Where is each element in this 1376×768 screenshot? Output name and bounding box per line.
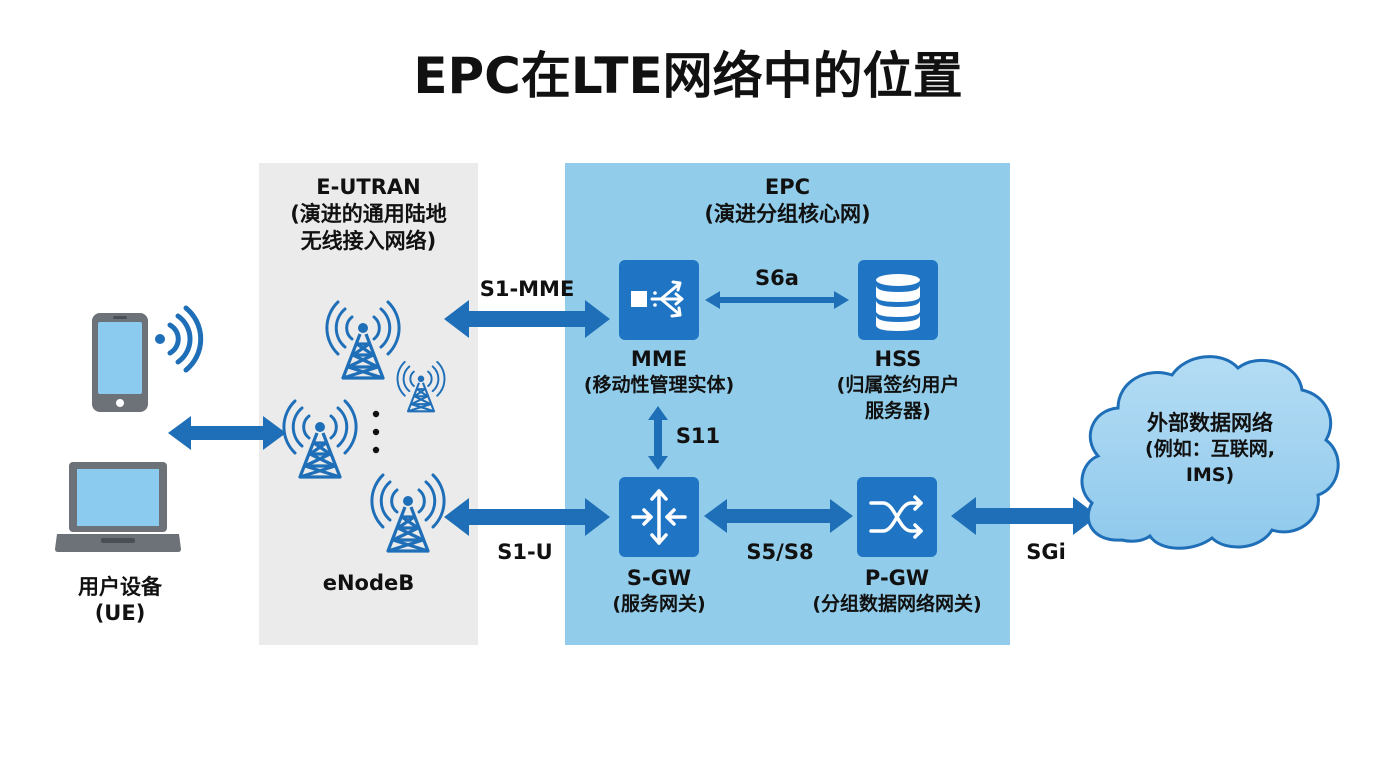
- pgw-node-icon: [857, 477, 937, 557]
- eutran-title-line3: 无线接入网络): [300, 229, 437, 253]
- crossing-arrows-icon: [869, 495, 923, 539]
- s1-mme-label: S1-MME: [479, 277, 575, 301]
- signaling-router-icon: [631, 280, 684, 318]
- epc-zone: [565, 163, 1010, 645]
- mme-name: MME: [630, 347, 688, 371]
- converging-arrows-icon: [631, 489, 687, 545]
- radio-tower-icon: [396, 360, 446, 413]
- cloud-icon: [1080, 355, 1340, 550]
- sgw-node-icon: [619, 477, 699, 557]
- hss-node-icon: [858, 260, 938, 340]
- eutran-title-line2: (演进的通用陆地: [290, 202, 447, 226]
- eutran-zone: [259, 163, 478, 645]
- hss-name: HSS: [874, 347, 922, 371]
- external-network-label: 外部数据网络 (例如：互联网, IMS): [1110, 410, 1310, 488]
- sgw-name: S-GW: [626, 566, 692, 590]
- diagram-title: EPC在LTE网络中的位置: [413, 47, 963, 105]
- hss-label: HSS (归属签约用户 服务器): [798, 346, 998, 424]
- s11-link-arrow: [648, 406, 668, 470]
- s11-label: S11: [675, 424, 721, 448]
- mme-label: MME (移动性管理实体): [559, 346, 759, 398]
- s5-s8-label: S5/S8: [746, 540, 814, 564]
- epc-title-line1: EPC: [764, 175, 811, 199]
- pgw-name: P-GW: [864, 566, 930, 590]
- s1-u-label: S1-U: [497, 540, 553, 564]
- laptop-icon: [55, 462, 181, 552]
- hss-desc-line1: (归属签约用户: [836, 374, 960, 396]
- eutran-title: E-UTRAN (演进的通用陆地 无线接入网络): [259, 174, 478, 255]
- wifi-signal-icon: [155, 305, 204, 373]
- sgw-desc: (服务网关): [612, 593, 706, 615]
- radio-tower-icon: [282, 399, 358, 479]
- external-network-line1: 外部数据网络: [1147, 411, 1273, 435]
- mme-node-icon: [619, 260, 699, 340]
- s6a-label: S6a: [755, 266, 799, 290]
- sgi-link-arrow: [951, 497, 1098, 535]
- mme-desc: (移动性管理实体): [583, 374, 735, 396]
- eutran-title-line1: E-UTRAN: [316, 175, 421, 199]
- s1-mme-link-arrow: [444, 300, 610, 338]
- pgw-label: P-GW (分组数据网络网关): [777, 565, 1017, 617]
- database-icon: [876, 274, 920, 331]
- ue-label: 用户设备 (UE): [40, 574, 200, 626]
- sgi-label: SGi: [1026, 540, 1066, 564]
- sgw-label: S-GW (服务网关): [559, 565, 759, 617]
- epc-title: EPC (演进分组核心网): [565, 174, 1010, 228]
- radio-tower-icon: [370, 473, 446, 553]
- ue-enodeb-link-arrow: [168, 416, 286, 450]
- hss-desc-line2: 服务器): [865, 400, 931, 422]
- enodeb-label: eNodeB: [322, 571, 415, 595]
- pgw-desc: (分组数据网络网关): [812, 593, 982, 615]
- external-network-line3: IMS): [1185, 464, 1235, 486]
- external-network-line2: (例如：互联网,: [1145, 438, 1275, 460]
- s5-s8-link-arrow: [704, 499, 853, 533]
- epc-title-line2: (演进分组核心网): [704, 202, 871, 226]
- radio-tower-icon: [325, 300, 401, 380]
- s6a-link-arrow: [705, 291, 849, 309]
- smartphone-icon: [92, 313, 148, 412]
- ue-label-line2: (UE): [94, 601, 146, 625]
- s1-u-link-arrow: [444, 498, 610, 536]
- ue-label-line1: 用户设备: [78, 575, 162, 599]
- ellipsis-dots-icon: [372, 410, 380, 454]
